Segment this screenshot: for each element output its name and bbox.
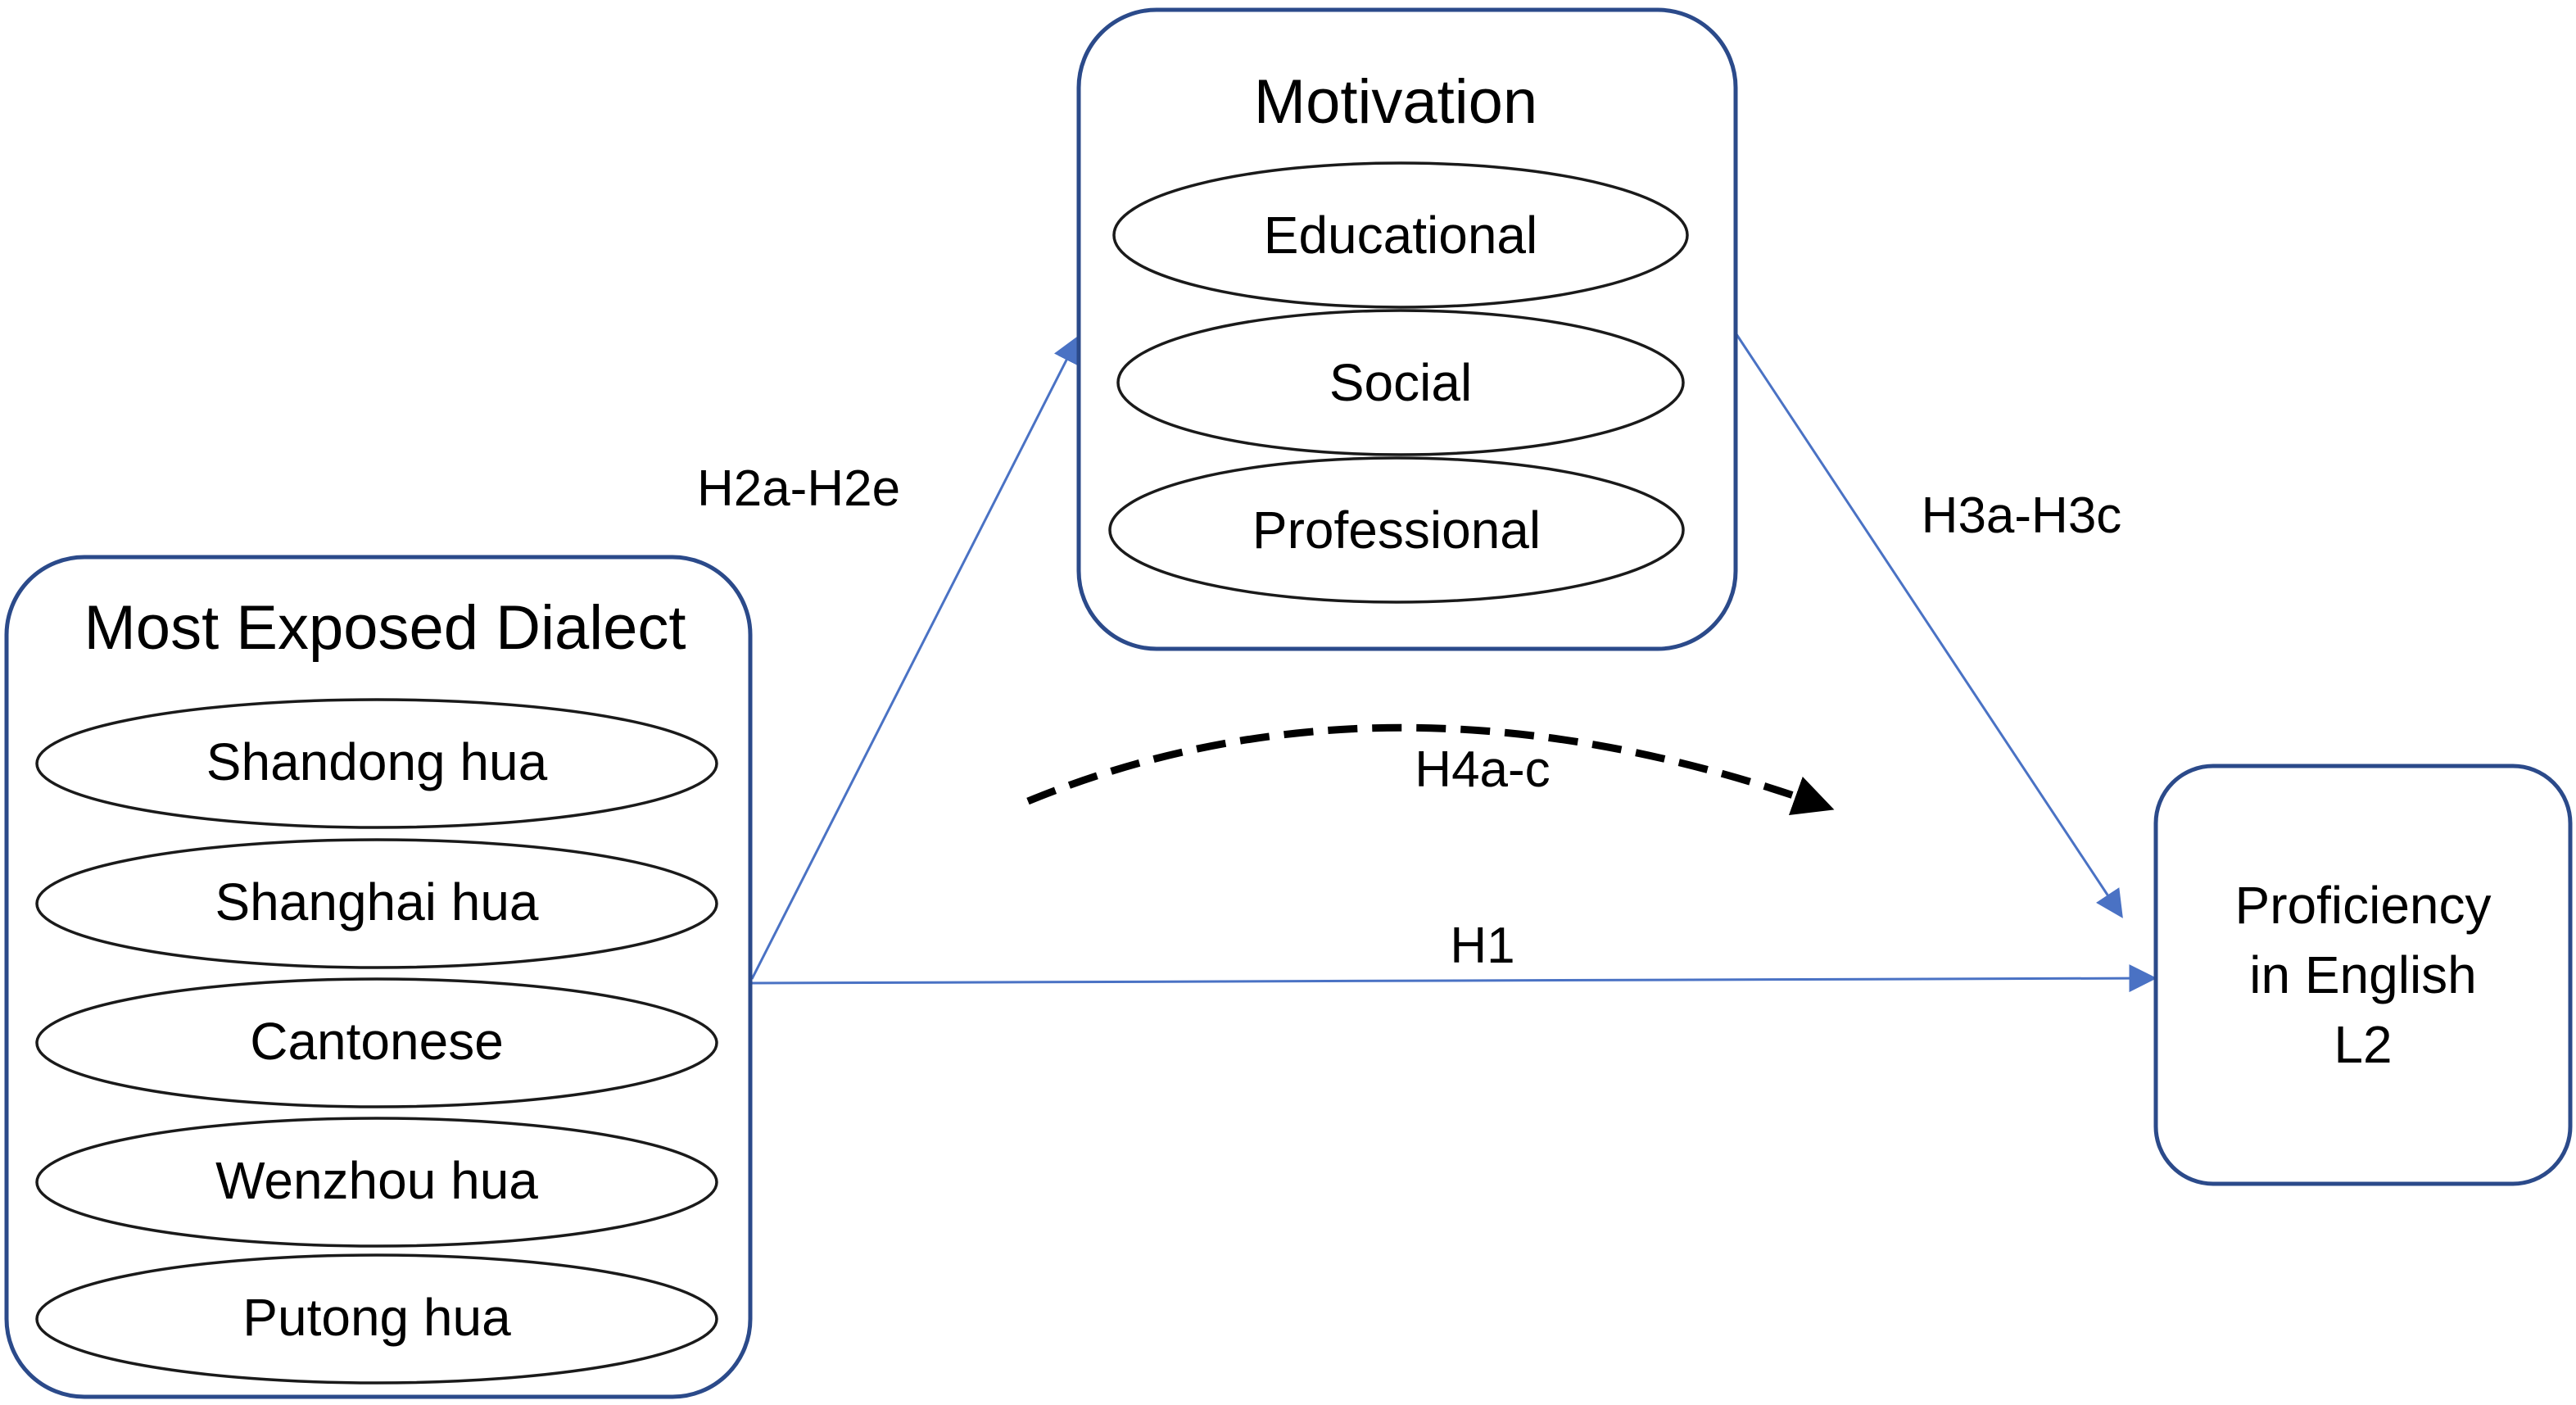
motivation-oval-2	[1116, 309, 1685, 456]
edge-label-h4: H4a-c	[1415, 741, 1550, 798]
outcome-group: Proficiency in English L2	[2153, 764, 2573, 1186]
motivation-group: Motivation Educational Social Profession…	[1076, 7, 1738, 651]
edge-label-h2: H2a-H2e	[697, 460, 900, 517]
motivation-item-1: Educational	[1264, 206, 1537, 265]
dialect-oval-2	[35, 838, 718, 969]
dialect-item-2: Shanghai hua	[215, 872, 538, 931]
arrow-mediation-dashed	[1026, 723, 1835, 816]
motivation-oval-3	[1108, 456, 1685, 604]
arrow-motivation-to-outcome	[1735, 333, 2123, 918]
dialect-group: Most Exposed Dialect Shandong hua Shangh…	[4, 555, 753, 1399]
dialect-item-3: Cantonese	[250, 1012, 504, 1071]
dialect-oval-1	[35, 698, 718, 829]
outcome-box	[2153, 764, 2573, 1186]
motivation-oval-1	[1112, 161, 1689, 309]
edge-label-h3: H3a-H3c	[1922, 487, 2122, 544]
dialect-item-1: Shandong hua	[206, 732, 548, 791]
motivation-group-title: Motivation	[1254, 67, 1537, 137]
motivation-item-2: Social	[1329, 353, 1472, 412]
dialect-oval-5	[35, 1253, 718, 1385]
outcome-line-2: in English	[2249, 945, 2477, 1004]
outcome-line-3: L2	[2334, 1015, 2392, 1074]
edge-label-h1: H1	[1450, 918, 1514, 974]
dialect-group-title: Most Exposed Dialect	[84, 593, 686, 663]
arrow-dialect-to-outcome	[751, 964, 2157, 993]
arrow-dialect-to-motivation	[750, 334, 1080, 980]
dialect-oval-4	[35, 1117, 718, 1248]
motivation-item-3: Professional	[1252, 501, 1541, 560]
dialect-item-5: Putong hua	[242, 1288, 511, 1347]
dialect-oval-3	[35, 977, 718, 1108]
outcome-line-1: Proficiency	[2235, 876, 2492, 935]
dialect-item-4: Wenzhou hua	[215, 1151, 538, 1210]
